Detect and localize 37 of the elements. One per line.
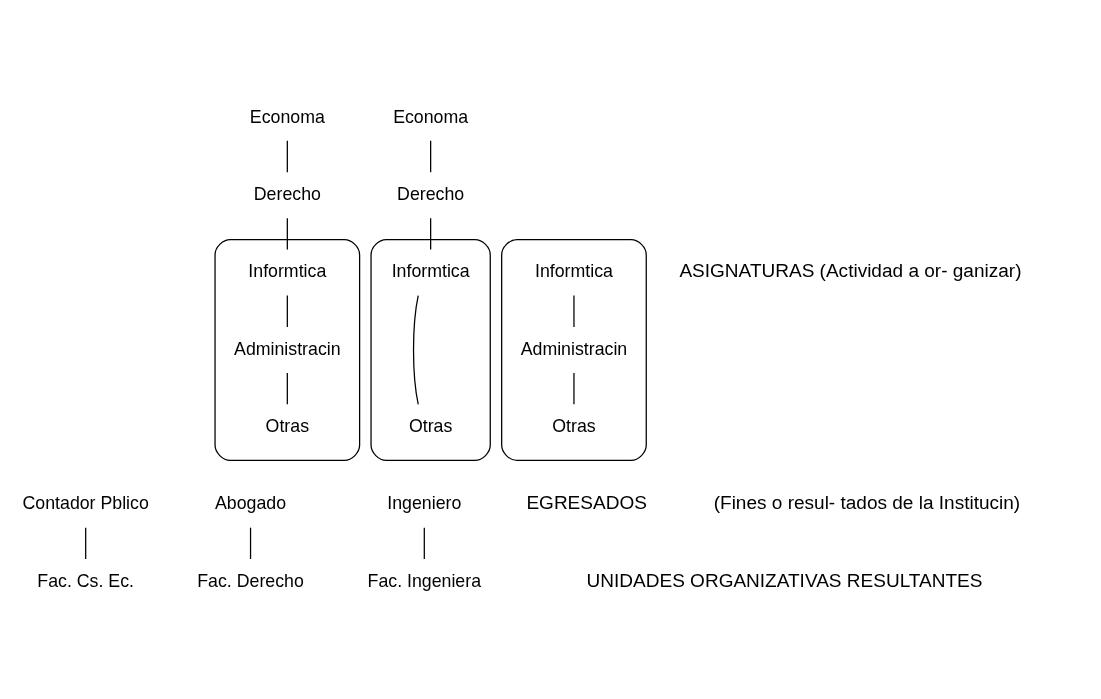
node-text: Informtica (534, 260, 613, 281)
connector (430, 217, 432, 250)
cluster (214, 238, 361, 461)
connector (412, 294, 419, 405)
node-text: Otras (552, 415, 596, 436)
node-text: Fac. Ingeniera (367, 570, 482, 591)
connector (286, 139, 288, 173)
cluster (501, 238, 647, 461)
node-text: Otras (265, 415, 310, 436)
connector (430, 139, 432, 173)
node-text: Fac. Cs. Ec. (37, 570, 134, 591)
label: EGRESADOS (526, 491, 647, 513)
node-text: Abogado (215, 492, 287, 513)
connector (423, 526, 425, 560)
connector (286, 294, 288, 327)
node-text: Fac. Derecho (197, 570, 304, 591)
node-text: Administracin (520, 338, 628, 359)
node-text: Derecho (253, 183, 321, 204)
node-text: Contador Pblico (22, 492, 149, 513)
connector (573, 371, 575, 405)
connector (573, 294, 575, 327)
node-text: Derecho (397, 183, 465, 204)
node-text: Ingeniero (387, 492, 462, 513)
connector (249, 526, 252, 560)
node-text: Economa (249, 106, 325, 127)
label: (Fines o resul- tados de la Institucin) (713, 491, 1021, 513)
label: UNIDADES ORGANIZATIVAS RESULTANTES (586, 569, 983, 591)
connector (85, 526, 87, 560)
label: ASIGNATURAS (Actividad a or- ganizar) (679, 259, 1022, 281)
connector (286, 371, 288, 405)
node-text: Economa (393, 106, 469, 127)
node-text: Informtica (391, 260, 470, 281)
connector (286, 217, 288, 250)
node-text: Administracin (234, 338, 341, 359)
node-text: Otras (408, 415, 453, 436)
node-text: Informtica (248, 260, 327, 281)
cluster (370, 238, 491, 461)
